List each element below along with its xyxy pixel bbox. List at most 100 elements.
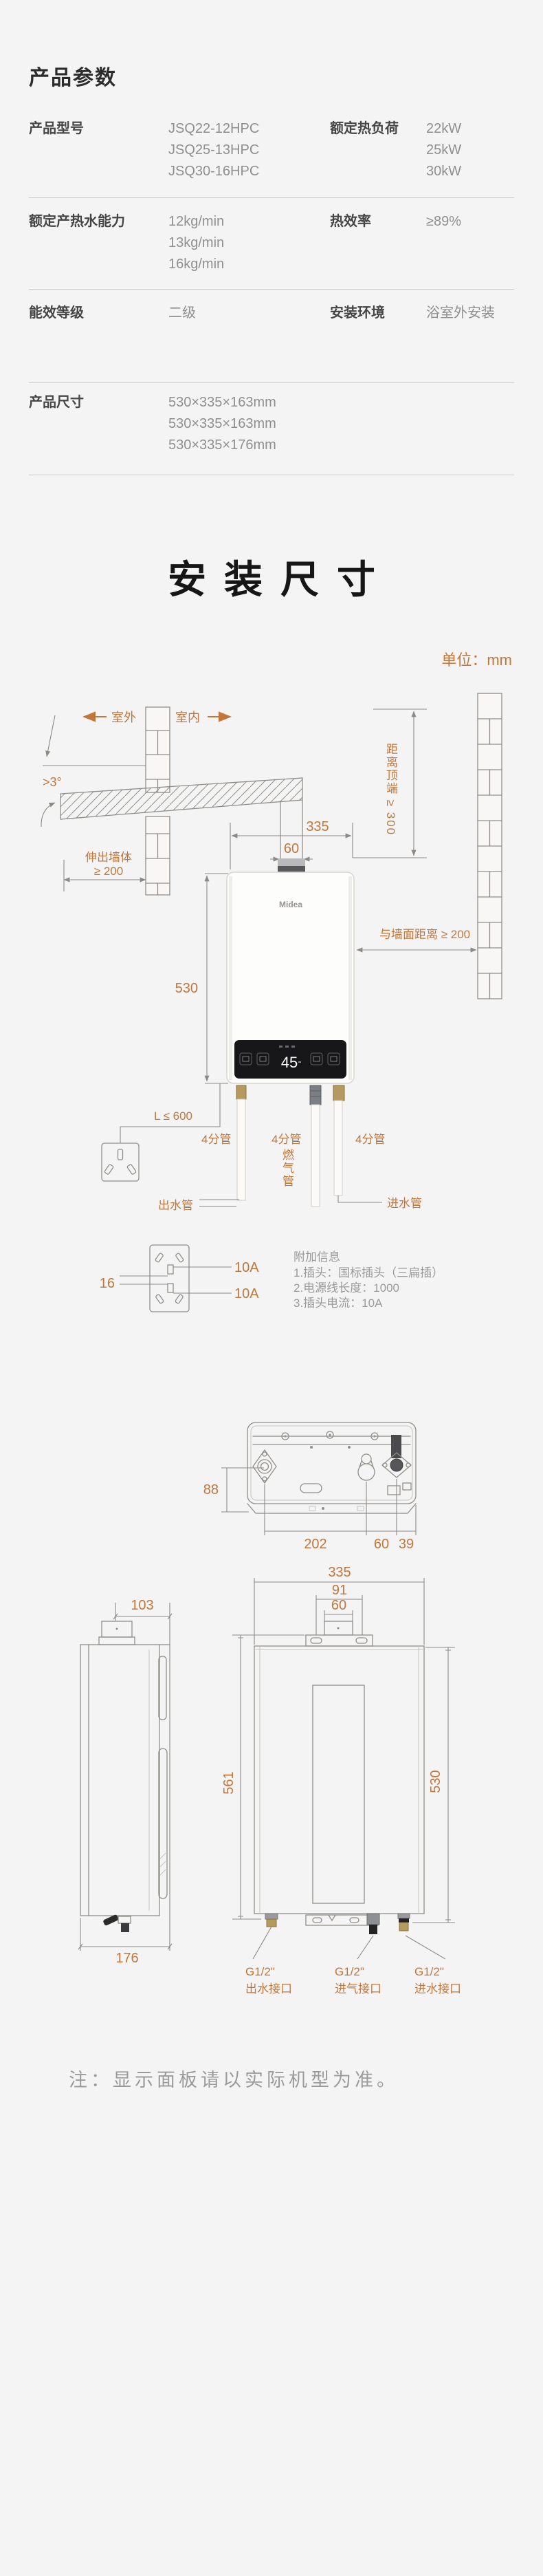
spec-row1-value: JSQ22-12HPC JSQ25-13HPC JSQ30-16HPC <box>168 121 260 179</box>
port-gas-label: 进气接口 <box>335 1982 381 1995</box>
port-in-label: 进水接口 <box>414 1982 461 1995</box>
height-dim: 530 <box>175 873 228 1084</box>
port-out-label: 出水接口 <box>245 1982 292 1995</box>
dim-103: 103 <box>131 1598 153 1613</box>
dim-88: 88 <box>203 1482 219 1497</box>
gas-pipe-label: 燃气管 <box>280 1149 293 1188</box>
panel-button-icon <box>239 1052 252 1065</box>
exhaust-fitting <box>252 1449 277 1484</box>
port-in-size: G1/2" <box>414 1965 444 1978</box>
inlet-pipe <box>333 1100 343 1196</box>
dim-202: 202 <box>304 1537 326 1552</box>
spec-row2-label2: 热效率 <box>330 214 371 229</box>
extra-line1: 1.插头：国标插头（三扁插） <box>293 1266 443 1279</box>
dim-176: 176 <box>115 1951 138 1966</box>
wall-clearance-dim: 与墙面距离 ≥ 200 <box>356 928 477 953</box>
protrude-label: 伸出墙体 <box>85 851 132 864</box>
extra-title: 附加信息 <box>293 1251 340 1264</box>
inlet-connector <box>333 1085 345 1101</box>
spec-row3-value: 二级 <box>168 305 196 321</box>
front-height-dims: 561 530 <box>221 1634 455 1923</box>
wall-clearance-label: 与墙面距离 ≥ 200 <box>379 928 470 941</box>
front-view: 335 91 60 <box>221 1565 461 1995</box>
panel-button-icon <box>327 1052 340 1065</box>
angle-label: >3° <box>43 775 62 789</box>
gas-fitting <box>381 1435 412 1478</box>
spec-title: 产品参数 <box>29 67 117 89</box>
keyhole-fitting <box>357 1453 375 1481</box>
spec-section: 产品参数 产品型号 JSQ22-12HPC JSQ25-13HPC JSQ30-… <box>0 0 543 481</box>
port-gas-size: G1/2" <box>335 1965 364 1978</box>
mounting-bracket <box>305 1634 373 1647</box>
dim-39: 39 <box>399 1537 414 1552</box>
flue-dim-value: 60 <box>284 841 299 856</box>
water-heater: Midea 45 <box>226 858 355 1207</box>
outlet-pipe-label: 出水管 <box>158 1199 193 1212</box>
spec-row4-value: 530×335×163mm 530×335×163mm 530×335×176m… <box>168 395 276 453</box>
flue-collar <box>278 858 305 866</box>
indoor-label: 室内 <box>175 711 200 724</box>
side-view: 103 176 <box>78 1598 173 1966</box>
panel-button-icon <box>310 1052 323 1065</box>
pipes <box>236 1085 345 1207</box>
dim-91: 91 <box>332 1583 347 1598</box>
top-view-drawing: 88 202 60 39 <box>203 1422 417 1552</box>
spec-row1-label: 产品型号 <box>29 121 84 136</box>
top-view-body <box>247 1422 417 1514</box>
dim-60-front: 60 <box>331 1598 346 1613</box>
spec-row1-value2: 22kW 25kW 30kW <box>426 121 462 179</box>
slope-angle: >3° <box>41 715 146 827</box>
outdoor-label: 室外 <box>111 711 136 724</box>
wire-gauge-label: 16 <box>100 1276 115 1291</box>
panel-button-icon <box>256 1052 269 1065</box>
width-dim-value: 335 <box>306 819 329 834</box>
port-out-size: G1/2" <box>245 1965 275 1978</box>
side-bottom-valve <box>103 1914 131 1932</box>
gas-pipe <box>311 1104 320 1207</box>
spec-row2-value2: ≥89% <box>426 214 462 229</box>
spec-divider-2 <box>29 289 514 290</box>
flue-duct <box>60 777 303 859</box>
top-view-dims: 88 202 60 39 <box>203 1467 417 1552</box>
amp-label-bottom: 10A <box>234 1286 259 1301</box>
dim-60-top: 60 <box>374 1537 389 1552</box>
spec-row3-label2: 安装环境 <box>330 305 385 321</box>
left-wall <box>145 706 170 896</box>
dim-335-front: 335 <box>328 1565 351 1580</box>
unit-label: 单位：mm <box>441 651 512 669</box>
extra-line2: 2.电源线长度：1000 <box>293 1281 399 1295</box>
installation-schematic: 室外 室内 >3° 伸出墙体 ≥ 200 <box>41 693 502 1312</box>
top-clearance-dim <box>353 708 427 858</box>
outlet-pipe-label-group: 出水管 <box>158 1199 239 1212</box>
side-front-views: 103 176 335 91 <box>78 1565 461 1995</box>
inlet-pipe-label-group: 进水管 <box>337 1195 422 1210</box>
power-socket-icon <box>101 1143 140 1182</box>
pipe-size-label-2: 4分管 <box>272 1133 301 1146</box>
control-panel: 45 <box>234 1040 346 1079</box>
spec-row2-value: 12kg/min 13kg/min 16kg/min <box>168 214 225 272</box>
spec-divider-1 <box>29 197 514 198</box>
front-panel-outline <box>312 1685 365 1904</box>
amp-label-top: 10A <box>234 1260 259 1275</box>
protrude-dim: 伸出墙体 ≥ 200 <box>63 851 146 891</box>
footnote: 注：显示面板请以实际机型为准。 <box>69 2070 399 2090</box>
power-cord: L ≤ 600 <box>101 1083 221 1182</box>
width-dim: 335 <box>230 819 353 869</box>
spec-row1-label2: 额定热负荷 <box>330 121 399 136</box>
dim-561: 561 <box>221 1771 236 1794</box>
spec-row4-label: 产品尺寸 <box>29 395 84 410</box>
temp-display: 45 <box>281 1054 298 1071</box>
pipe-size-label-1: 4分管 <box>201 1133 231 1146</box>
spec-divider-3 <box>29 382 514 383</box>
double-socket-icon <box>149 1244 190 1312</box>
outlet-connector <box>236 1085 247 1100</box>
cord-length-label: L ≤ 600 <box>154 1110 192 1123</box>
height-dim-value: 530 <box>175 981 198 996</box>
heater-body <box>226 872 355 1084</box>
spec-row2-label: 额定产热水能力 <box>29 214 125 229</box>
outlet-pipe <box>236 1098 246 1201</box>
dim-530-front: 530 <box>428 1770 443 1793</box>
gas-connector <box>309 1085 322 1105</box>
front-bottom-fittings <box>265 1913 410 1934</box>
